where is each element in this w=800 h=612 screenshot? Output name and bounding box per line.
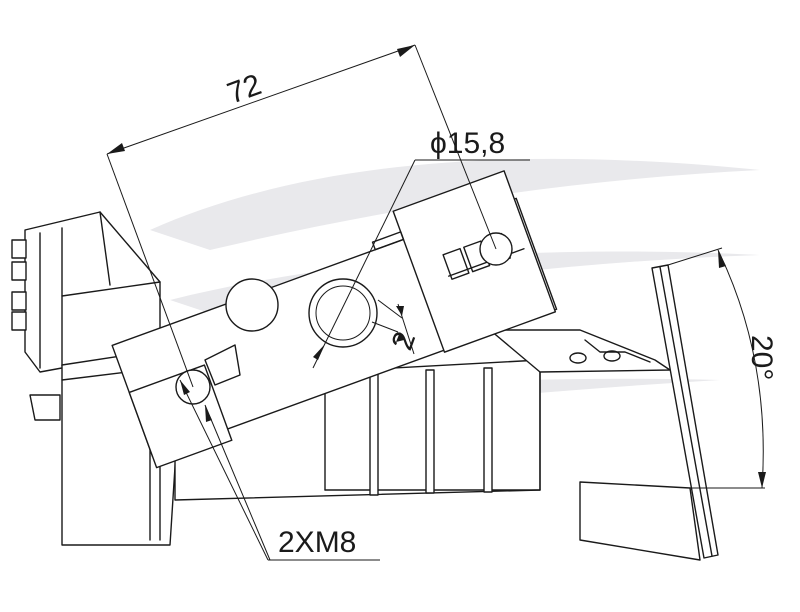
dimension-length xyxy=(106,44,497,388)
dimension-offset xyxy=(371,299,415,355)
knob xyxy=(225,278,279,332)
tilted-flange xyxy=(651,264,719,559)
angle-value: 20° xyxy=(745,335,778,380)
thread-callout: 2XM8 xyxy=(278,526,356,559)
length-value: 72 xyxy=(223,68,266,110)
dimension-angle xyxy=(667,247,766,489)
dimension-diameter xyxy=(312,159,530,369)
main-bore xyxy=(308,278,378,348)
nozzle-tip xyxy=(489,329,701,561)
thread-leader xyxy=(179,379,380,561)
diameter-value: ϕ15,8 xyxy=(430,127,505,160)
